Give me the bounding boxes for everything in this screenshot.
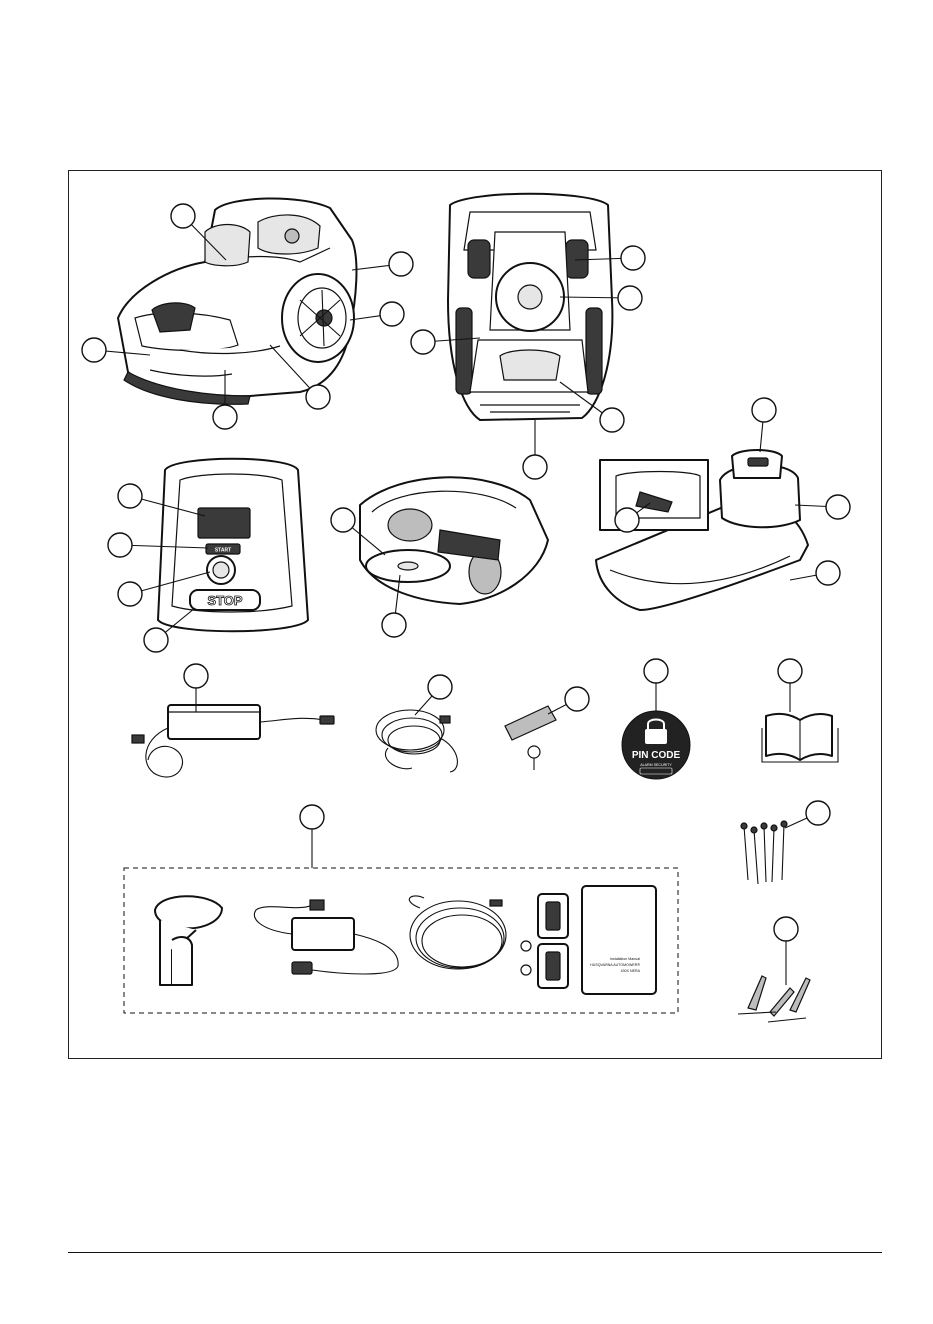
accessory-power-supply [254, 900, 398, 974]
pin-code-title: PIN CODE [632, 750, 681, 761]
control-panel-view: START STOP [158, 459, 308, 632]
blade-disc-view [360, 477, 548, 604]
accessory-brackets [521, 894, 568, 988]
start-button-label: START [215, 548, 231, 554]
pin-code-subtitle: ALARM SECURITY [640, 763, 672, 767]
accessory-manual-line-1: Installation Manual [610, 957, 640, 961]
rear-wheel [282, 274, 354, 362]
screws-bundle-view [741, 821, 787, 884]
mower-underside-view [448, 194, 612, 420]
stop-button-label: STOP [207, 593, 242, 608]
low-voltage-cable-view [376, 710, 457, 772]
accessory-manual-line-3: 430X NERA [621, 969, 641, 973]
accessory-manual-line-2: HUSQVARNA AUTOMOWER® [590, 963, 640, 967]
blades-and-screws-view [505, 706, 556, 770]
manual-book-icon [762, 714, 838, 762]
accessory-manual: Installation Manual HUSQVARNA AUTOMOWER®… [582, 886, 656, 994]
pin-code-sticker: PIN CODE ALARM SECURITY [622, 711, 690, 779]
footer-rule [68, 1252, 882, 1253]
mower-front-view [118, 198, 356, 404]
accessory-antenna [155, 896, 222, 985]
accessory-cable-coil [409, 896, 506, 969]
stakes-view [738, 976, 810, 1022]
power-supply-view [132, 705, 334, 777]
